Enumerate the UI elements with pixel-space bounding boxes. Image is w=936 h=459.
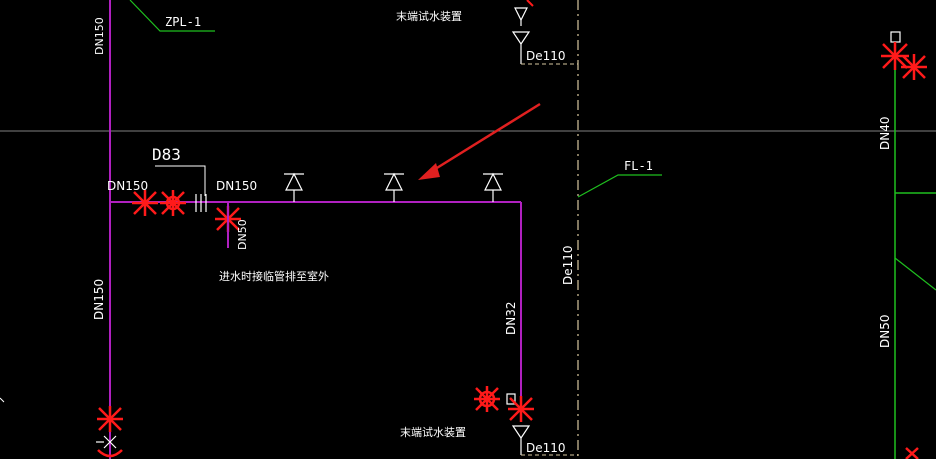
dn50-branch-label: DN50 <box>236 219 249 250</box>
d83-leader <box>155 165 206 196</box>
fl1-leader <box>577 174 662 198</box>
zpl1-label: ZPL-1 <box>165 15 201 29</box>
bottom-end-valve-cluster <box>474 386 578 456</box>
de110-bottom-label: De110 <box>526 441 566 455</box>
inlet-note: 进水时接临管排至室外 <box>219 269 329 283</box>
dn50-right-label: DN50 <box>878 315 892 349</box>
de110-top-label: De110 <box>526 49 566 63</box>
left-edge-mark <box>0 397 5 403</box>
fl1-label: FL-1 <box>624 159 653 173</box>
right-bottom-valve-fragment <box>905 447 919 459</box>
de110-vertical-label: De110 <box>561 245 575 285</box>
pointer-arrow-line <box>431 102 541 173</box>
dn150-top-label: DN150 <box>93 17 106 55</box>
zpl1-leader <box>129 0 215 32</box>
gate-valve-1-icon <box>132 190 158 216</box>
right-diagonal-leader <box>894 257 936 291</box>
end-test-bottom-label: 末端试水装置 <box>400 425 466 439</box>
dn32-label: DN32 <box>504 302 518 336</box>
sprinkler-head-3 <box>483 172 503 202</box>
sprinkler-head-1 <box>284 172 304 202</box>
riser-check-valve-icon <box>96 435 117 449</box>
dn150-left-branch-label: DN150 <box>107 179 148 193</box>
gate-valve-2-icon <box>160 190 186 216</box>
pointer-arrow-head <box>418 163 440 180</box>
dn150-right-branch-label: DN150 <box>216 179 257 193</box>
riser-valve-icon <box>97 406 123 458</box>
dn150-lower-label: DN150 <box>92 279 106 320</box>
flange-icon <box>195 194 207 212</box>
right-top-valve-cluster <box>881 31 927 80</box>
dn40-right-label: DN40 <box>878 117 892 151</box>
end-test-top-label: 末端试水装置 <box>396 9 462 23</box>
sprinkler-head-2 <box>384 172 404 202</box>
d83-label: D83 <box>152 145 181 164</box>
top-end-valve <box>511 0 578 65</box>
